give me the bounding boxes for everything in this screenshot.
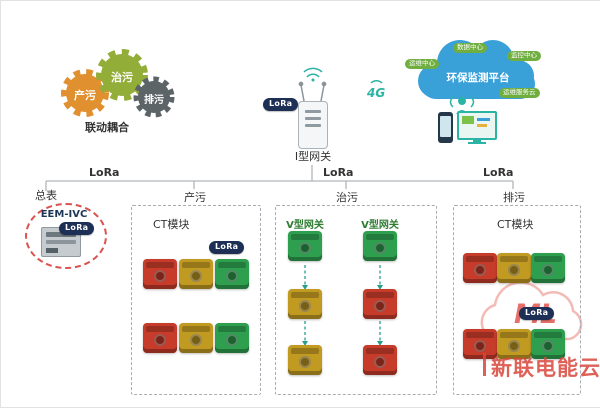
ct-module-yellow [179,259,213,289]
main-meter-label: 总表 [35,189,57,202]
ct-module-yellow [288,289,322,319]
gateway-lora-badge: LoRa [263,98,299,111]
lora-bus-lines [45,165,514,191]
bus-lora-label-mid: LoRa [323,166,354,179]
monitor-screen-bar [477,118,490,121]
meter-lora-badge: LoRa [59,222,95,235]
vgateway-link-arrows [304,265,381,341]
phone-icon [438,112,453,143]
bus-lora-label-right: LoRa [483,166,514,179]
gateway-slot [305,117,321,120]
meter-display [46,232,76,237]
box-chanwu-module-label: CT模块 [153,218,190,231]
ct-module-green [531,329,565,359]
gear-label-zhiwu: 治污 [111,71,133,84]
type1-gateway-device [298,101,328,149]
ct-module-yellow [497,329,531,359]
gear-icon-paiwu [133,76,175,118]
signal-arc-4g [370,80,383,84]
ct-module-red [143,323,177,353]
gateway-antennas [298,81,327,102]
meter-panel [46,240,76,244]
cloud-pill-ops-center: 运维中心 [405,59,439,69]
cloud-shape [418,40,535,99]
gear-icon-chanwu [61,69,109,117]
ct-module-red [463,253,497,283]
gears-caption: 联动耦合 [85,121,129,134]
network-4g-icon: 4G [367,86,386,100]
vgateway-link-arrowheads [302,285,383,346]
box-chanwu [131,205,261,395]
monitor-screen-bar [477,124,487,127]
gear-label-chanwu: 产污 [74,89,96,102]
vgateway-device-left [288,231,322,261]
main-meter-boundary [25,203,107,269]
cloud-pill-ops-cloud: 运维服务云 [499,88,540,98]
ct-module-yellow [497,253,531,283]
box-paiwu-lora-badge: LoRa [519,307,555,320]
box-zhiwu-title: 治污 [334,189,360,205]
gear-label-paiwu: 排污 [144,95,164,106]
meter-terminal [46,248,58,253]
phone-screen [440,116,451,137]
cloud-pill-monitor-center: 监控中心 [507,51,541,61]
ct-module-yellow [179,323,213,353]
gateway-slot [305,110,321,113]
box-paiwu-module-label: CT模块 [497,218,534,231]
ct-module-red [463,329,497,359]
main-meter-model: EEM-IVC [40,209,88,220]
monitor-screen-block [462,116,474,124]
cloud-platform-title: 环保监测平台 [446,72,510,84]
box-zhiwu [275,205,437,395]
cloud-pill-data-center: 数据中心 [453,43,487,53]
gear-icon-zhiwu [96,49,148,101]
monitor-stand [473,138,481,142]
ct-module-green [531,253,565,283]
ct-module-green [215,259,249,289]
box-chanwu-title: 产污 [182,189,208,205]
monitor-icon [457,111,497,140]
monitor-base [468,142,486,144]
wifi-icon [303,67,323,82]
gateway-slot [305,124,321,127]
bus-lora-label-left: LoRa [89,166,120,179]
ct-module-red [143,259,177,289]
ct-module-red [363,289,397,319]
vgateway-device-right [363,231,397,261]
ct-module-green [215,323,249,353]
ct-module-red [363,345,397,375]
vgateway-right-label: V型网关 [361,220,399,231]
type1-gateway-label: I型网关 [294,150,332,163]
vgateway-left-label: V型网关 [286,220,324,231]
box-paiwu-title: 排污 [501,189,527,205]
ct-module-yellow [288,345,322,375]
box-paiwu [453,205,581,395]
box-chanwu-lora-badge: LoRa [209,241,245,254]
